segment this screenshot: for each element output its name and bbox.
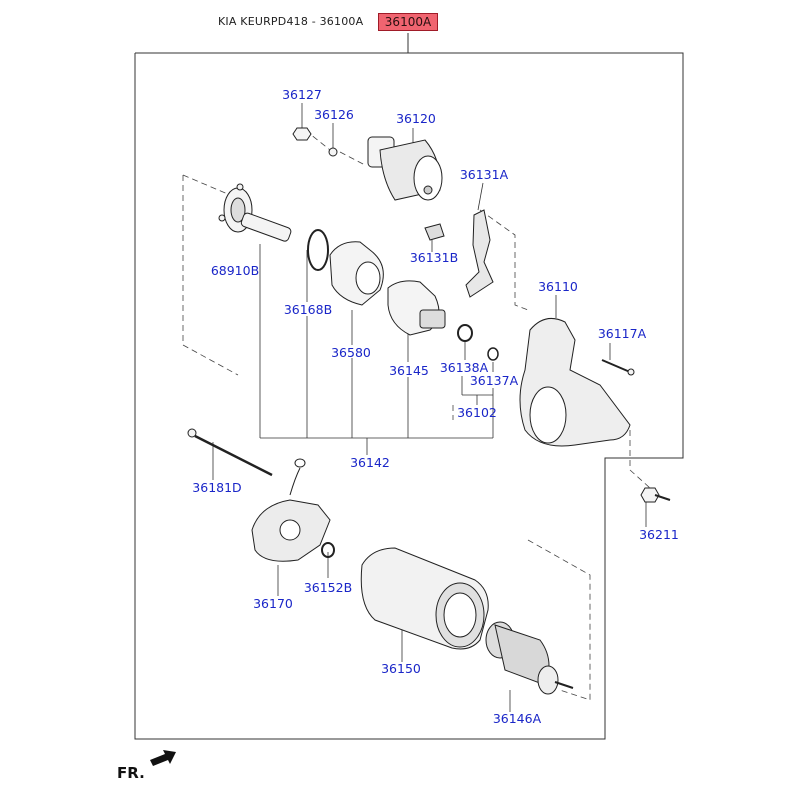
- front-arrow: [150, 750, 176, 766]
- part-label-36145[interactable]: 36145: [389, 363, 429, 378]
- part-label-36102[interactable]: 36102: [457, 405, 497, 420]
- part-label-36120[interactable]: 36120: [396, 111, 436, 126]
- part-label-36117A[interactable]: 36117A: [598, 326, 647, 341]
- housing-36110: [519, 317, 631, 447]
- assembly-code-badge[interactable]: 36100A: [378, 13, 438, 31]
- nut-36127: [292, 127, 312, 141]
- part-label-36580[interactable]: 36580: [331, 345, 371, 360]
- part-label-36142[interactable]: 36142: [350, 455, 390, 470]
- ring-36168B: [307, 229, 329, 271]
- leader-lines: [212, 103, 647, 712]
- part-label-36138A[interactable]: 36138A: [440, 360, 489, 375]
- diagram-title: KIA KEURPD418 - 36100A: [218, 15, 364, 28]
- part-label-36168B[interactable]: 36168B: [284, 302, 332, 317]
- washer-36152B: [321, 542, 335, 558]
- bolt-36211: [640, 487, 671, 503]
- yoke-36150: [360, 547, 489, 650]
- bolt-36181D: [187, 428, 273, 477]
- assembly-frame: [134, 33, 684, 740]
- plunger-36131B: [424, 223, 445, 241]
- clutch-36145: [387, 280, 446, 336]
- bolt-36117A: [601, 359, 635, 376]
- part-label-36131B[interactable]: 36131B: [410, 250, 458, 265]
- lever-36131A: [465, 209, 494, 298]
- bracket-68910B: [218, 183, 292, 242]
- part-label-36170[interactable]: 36170: [253, 596, 293, 611]
- part-label-36150[interactable]: 36150: [381, 661, 421, 676]
- solenoid-36120: [367, 136, 443, 201]
- housing-36580: [329, 241, 384, 306]
- washer-36126: [328, 147, 338, 157]
- part-label-36152B[interactable]: 36152B: [304, 580, 352, 595]
- armature-36146A: [485, 621, 574, 695]
- part-label-36146A[interactable]: 36146A: [493, 711, 542, 726]
- part-label-68910B[interactable]: 68910B: [211, 263, 259, 278]
- part-label-36131A[interactable]: 36131A: [460, 167, 509, 182]
- part-label-36181D[interactable]: 36181D: [192, 480, 241, 495]
- parts-drawing: [187, 127, 671, 695]
- part-label-36211[interactable]: 36211: [639, 527, 679, 542]
- part-label-36126[interactable]: 36126: [314, 107, 354, 122]
- front-direction-label: FR.: [117, 764, 145, 782]
- part-label-36110[interactable]: 36110: [538, 279, 578, 294]
- part-label-36137A[interactable]: 36137A: [470, 373, 519, 388]
- brush-holder-36170: [251, 458, 331, 562]
- ring-36138A: [457, 324, 473, 342]
- part-label-36127[interactable]: 36127: [282, 87, 322, 102]
- ring-36137A: [487, 347, 499, 361]
